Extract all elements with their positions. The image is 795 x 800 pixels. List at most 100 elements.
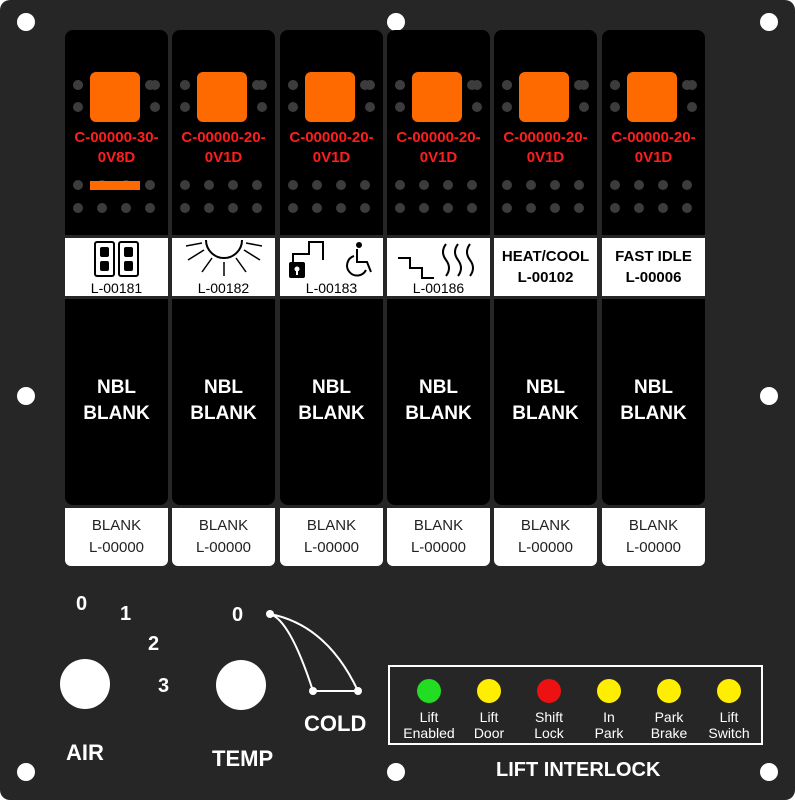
switch-code: C-00000-30-0V8D (74, 129, 159, 166)
step-heat-icon (387, 240, 490, 280)
rocker-switch[interactable]: C-00000-20-0V1D (280, 30, 383, 235)
rocker-switch[interactable]: C-00000-20-0V1D (494, 30, 597, 235)
led-dot (502, 203, 512, 213)
led-dot (73, 180, 83, 190)
led-dot (288, 203, 298, 213)
air-position-0: 0 (76, 593, 88, 615)
lift-interlock-title: LIFT INTERLOCK (496, 759, 661, 781)
led-dot (365, 102, 375, 112)
legend-label: L-00183 (280, 238, 383, 296)
indicator-bar (90, 181, 140, 190)
air-position-2: 2 (148, 633, 160, 655)
led-dot (610, 102, 620, 112)
led-dot (121, 203, 131, 213)
air-knob[interactable] (60, 659, 110, 709)
led-dot (257, 102, 267, 112)
led-dot (360, 203, 370, 213)
indicator-led (657, 679, 681, 703)
led-dot (550, 203, 560, 213)
legend-code: L-00183 (305, 280, 358, 296)
switch-code: C-00000-20-0V1D (503, 129, 588, 166)
indicator-led (477, 679, 501, 703)
indicator-led (597, 679, 621, 703)
mounting-hole (760, 13, 778, 31)
led-dot (73, 102, 83, 112)
led-dot (150, 80, 160, 90)
temp-scale-arc (266, 610, 362, 695)
led-dot (395, 203, 405, 213)
led-dot (145, 180, 155, 190)
led-dot (419, 180, 429, 190)
air-position-3: 3 (158, 675, 170, 697)
mounting-hole (17, 387, 35, 405)
mounting-hole (760, 387, 778, 405)
led-dot (467, 203, 477, 213)
air-label: AIR (66, 740, 104, 765)
mounting-hole (17, 13, 35, 31)
led-dot (180, 80, 190, 90)
indicator-lamp (412, 72, 462, 122)
led-dot (610, 203, 620, 213)
rocker-switch[interactable]: C-00000-20-0V1D (387, 30, 490, 235)
mounting-hole (387, 13, 405, 31)
temp-knob[interactable] (216, 660, 266, 710)
led-dot (502, 80, 512, 90)
led-dot (336, 180, 346, 190)
legend-code: L-00102 (517, 269, 574, 286)
led-dot (145, 203, 155, 213)
led-dot (682, 180, 692, 190)
rocker-switch[interactable]: C-00000-20-0V1D (172, 30, 275, 235)
light-icon (172, 240, 275, 278)
switch-code: C-00000-20-0V1D (611, 129, 696, 166)
rocker-switch[interactable]: C-00000-30-0V8D (65, 30, 168, 235)
led-dot (610, 80, 620, 90)
temp-cold-label: COLD (304, 711, 367, 736)
led-dot (180, 180, 190, 190)
seat-icon (65, 240, 168, 278)
legend-label: L-00182 (172, 238, 275, 296)
led-dot (97, 203, 107, 213)
indicator-led (417, 679, 441, 703)
led-dot (526, 203, 536, 213)
mounting-hole (17, 763, 35, 781)
led-dot (443, 203, 453, 213)
led-dot (443, 180, 453, 190)
rocker-switch[interactable]: C-00000-20-0V1D (602, 30, 705, 235)
led-dot (579, 102, 589, 112)
switch-code: C-00000-20-0V1D (181, 129, 266, 166)
led-dot (395, 180, 405, 190)
mounting-hole (387, 763, 405, 781)
led-dot (204, 203, 214, 213)
legend-code: L-00182 (197, 280, 250, 296)
indicator-lamp (90, 72, 140, 122)
led-dot (467, 180, 477, 190)
